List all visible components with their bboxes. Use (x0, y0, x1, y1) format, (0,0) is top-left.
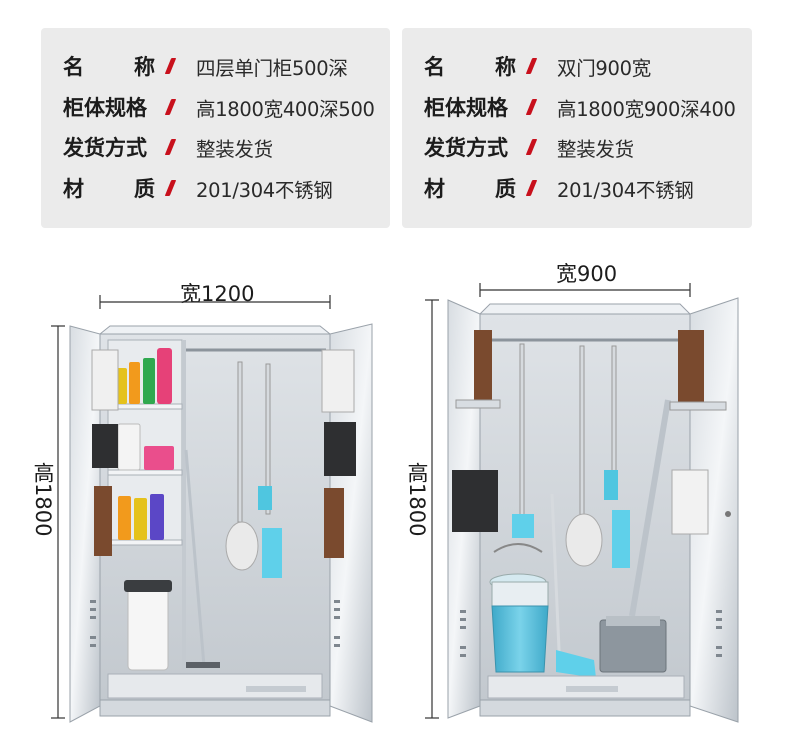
spec-key: 柜体规格 (63, 96, 147, 120)
spec-value: 高1800宽400深500 (196, 97, 375, 121)
left-dimension-lines (51, 295, 331, 719)
spec-row-material: 材 质 201/304不锈钢 (41, 168, 390, 208)
spec-value: 四层单门柜500深 (196, 56, 348, 80)
spec-row-name: 名 称 双门900宽 (402, 46, 752, 86)
spec-value: 高1800宽900深400 (557, 97, 736, 121)
spec-value: 201/304不锈钢 (196, 178, 333, 202)
left-height-label: 高1800 (31, 462, 55, 537)
spec-key: 材 质 (63, 177, 155, 201)
spec-row-name: 名 称 四层单门柜500深 (41, 46, 390, 86)
right-cabinet (447, 297, 739, 723)
right-height-label: 高1800 (405, 462, 429, 537)
spec-value: 整装发货 (196, 137, 273, 161)
spec-value: 201/304不锈钢 (557, 178, 694, 202)
spec-key: 名 称 (63, 55, 155, 79)
spec-row-size: 柜体规格 高1800宽900深400 (402, 87, 752, 127)
spec-value: 整装发货 (557, 137, 634, 161)
spec-key: 发货方式 (424, 136, 508, 160)
left-spec-card: 名 称 四层单门柜500深 柜体规格 高1800宽400深500 发货方式 整装… (41, 28, 390, 228)
spec-value: 双门900宽 (557, 56, 651, 80)
left-cabinet (69, 323, 373, 723)
spec-key: 柜体规格 (424, 96, 508, 120)
right-width-label: 宽900 (556, 262, 618, 286)
spec-key: 材 质 (424, 177, 516, 201)
spec-key: 名 称 (424, 55, 516, 79)
spec-row-shipping: 发货方式 整装发货 (402, 127, 752, 167)
right-spec-card: 名 称 双门900宽 柜体规格 高1800宽900深400 发货方式 整装发货 … (402, 28, 752, 228)
spec-row-size: 柜体规格 高1800宽400深500 (41, 87, 390, 127)
spec-row-material: 材 质 201/304不锈钢 (402, 168, 752, 208)
spec-key: 发货方式 (63, 136, 147, 160)
spec-row-shipping: 发货方式 整装发货 (41, 127, 390, 167)
right-dimension-lines (425, 283, 691, 719)
